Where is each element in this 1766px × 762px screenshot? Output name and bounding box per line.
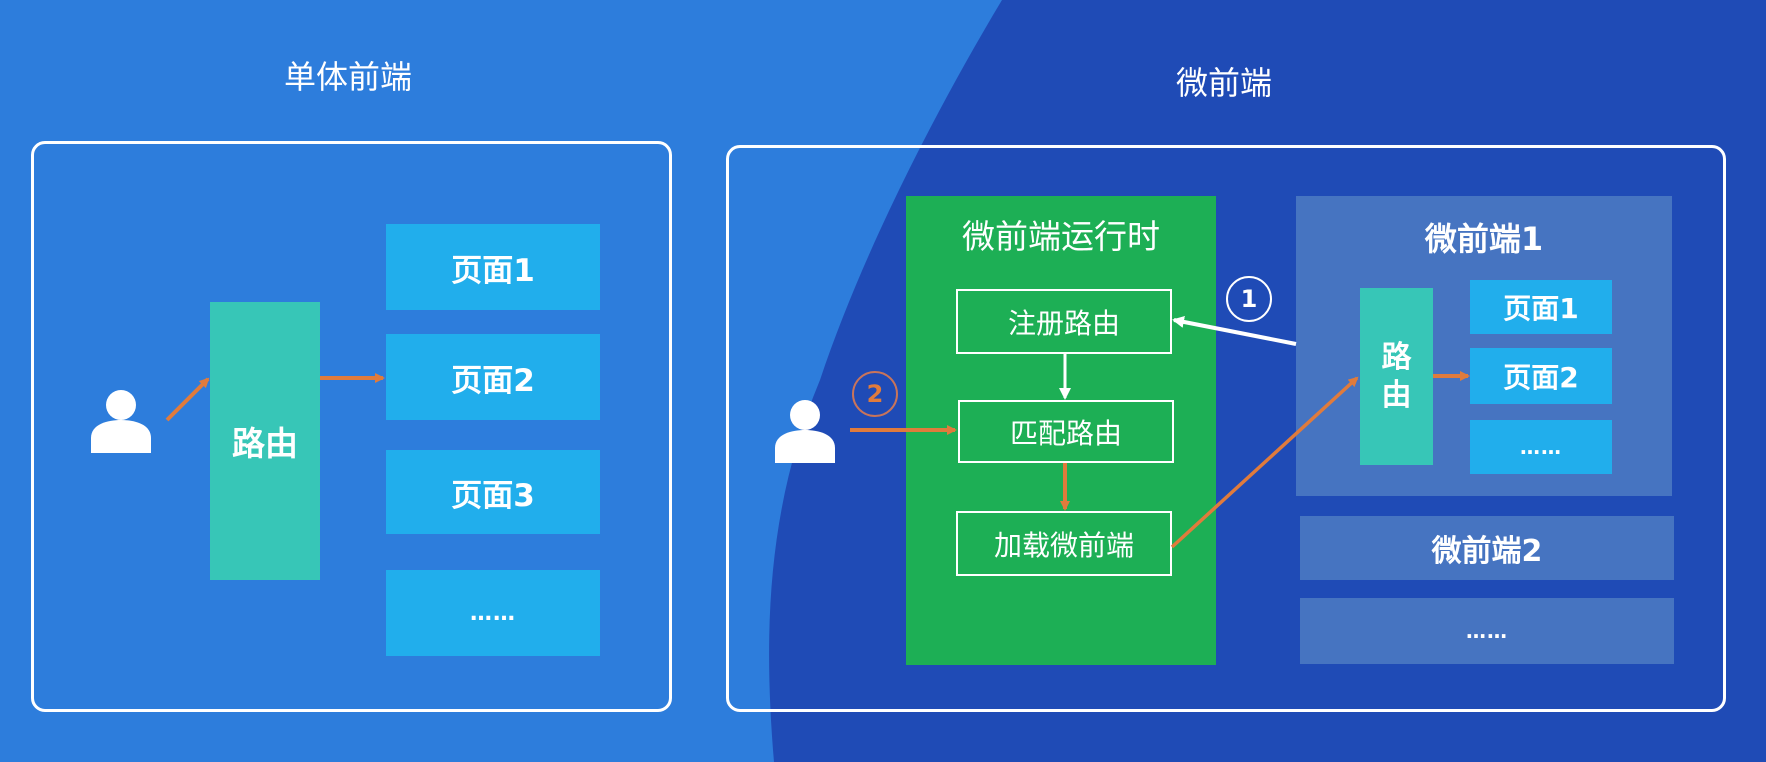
microfrontend-1-page-more: …… (1470, 420, 1612, 474)
monolith-router-box: 路由 (210, 302, 320, 580)
step-label: 匹配路由 (1009, 416, 1122, 450)
runtime-title: 微前端运行时 (962, 217, 1160, 256)
step-marker-1: 1 (1226, 276, 1272, 322)
page-label: …… (1520, 435, 1562, 459)
monolith-router-label: 路由 (232, 424, 298, 463)
page-label: 页面1 (451, 252, 535, 289)
page-label: 页面1 (1503, 292, 1579, 325)
microfrontend-1-title: 微前端1 (1424, 220, 1544, 258)
microfrontend-2-title: 微前端2 (1431, 534, 1543, 569)
step-label: 注册路由 (1007, 306, 1120, 340)
step-match-route: 匹配路由 (958, 400, 1174, 463)
microfrontend-panel (726, 145, 1726, 712)
page-label: …… (470, 600, 516, 626)
microfrontend-1-page-2: 页面2 (1470, 348, 1612, 404)
microfrontend-1-router-box: 路 由 (1360, 288, 1433, 465)
microfrontend-title: 微前端 (1175, 64, 1272, 102)
step-marker-label: 2 (866, 380, 884, 408)
monolith-page-3: 页面3 (386, 450, 600, 534)
step-marker-label: 1 (1240, 285, 1258, 313)
microfrontend-2-box: 微前端2 (1300, 516, 1674, 580)
monolith-page-1: 页面1 (386, 224, 600, 310)
step-label: 加载微前端 (993, 528, 1134, 562)
page-label: 页面2 (451, 362, 535, 399)
router-char: 由 (1381, 377, 1412, 413)
step-register-route: 注册路由 (956, 289, 1172, 354)
monolith-panel (31, 141, 672, 712)
microfrontend-1-page-1: 页面1 (1470, 280, 1612, 334)
monolith-title: 单体前端 (283, 58, 412, 96)
step-load-microfrontend: 加载微前端 (956, 511, 1172, 576)
monolith-page-more: …… (386, 570, 600, 656)
router-char: 路 (1381, 339, 1412, 375)
step-marker-2: 2 (852, 371, 898, 417)
microfrontend-more-box: …… (1300, 598, 1674, 664)
page-label: 页面2 (1503, 361, 1579, 394)
page-label: 页面3 (451, 477, 535, 514)
microfrontend-more-label: …… (1466, 619, 1508, 643)
runtime-box: 微前端运行时 (906, 196, 1216, 665)
monolith-page-2: 页面2 (386, 334, 600, 420)
